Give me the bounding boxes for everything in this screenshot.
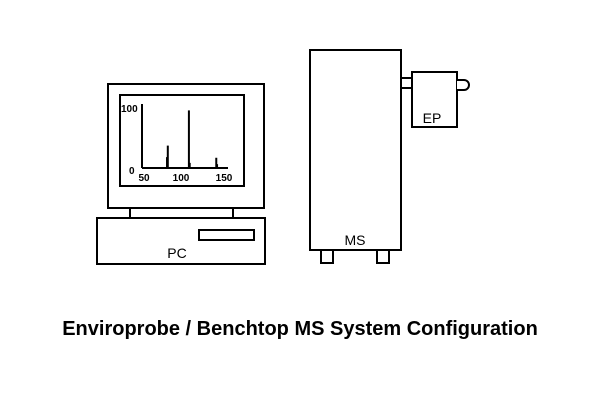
ms-label: MS <box>345 232 366 248</box>
ms-foot-right <box>376 249 390 264</box>
x-tick-100: 100 <box>173 173 190 184</box>
mass-spectrum-plot: 100 0 50 100 150 <box>121 104 233 184</box>
y-tick-0: 0 <box>129 166 135 177</box>
ms-ep-connector <box>400 77 413 89</box>
ep-probe-box <box>411 71 458 128</box>
pc-disk-drive-slot <box>198 229 255 241</box>
ms-cabinet <box>309 49 402 251</box>
ms-foot-left <box>320 249 334 264</box>
x-tick-150: 150 <box>216 173 233 184</box>
pc-label: PC <box>167 245 186 261</box>
monitor-screen <box>119 94 245 187</box>
diagram-caption: Enviroprobe / Benchtop MS System Configu… <box>62 318 538 340</box>
ep-label: EP <box>423 110 442 126</box>
x-tick-50: 50 <box>138 173 150 184</box>
ep-probe-inlet <box>457 79 470 91</box>
y-tick-100: 100 <box>121 104 138 115</box>
